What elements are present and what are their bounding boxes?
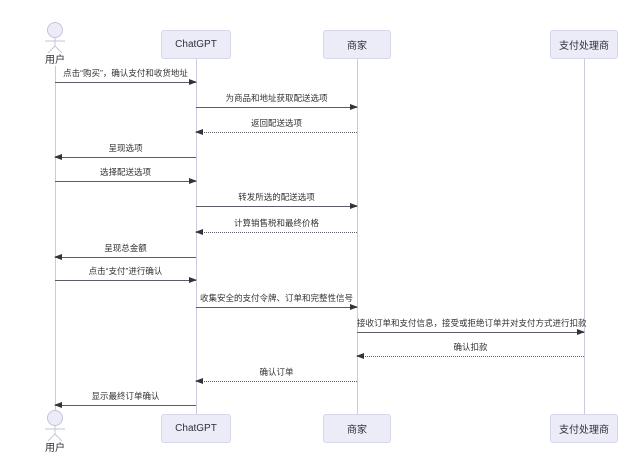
arrow-left-icon bbox=[54, 254, 196, 260]
lifeline-merchant bbox=[357, 59, 358, 414]
arrow-right-icon bbox=[196, 304, 358, 310]
arrow-left-icon bbox=[356, 353, 584, 359]
message-receive-order-charge: 接收订单和支付信息，接受或拒绝订单并对支付方式进行扣款 bbox=[357, 318, 587, 335]
arrow-left-icon bbox=[195, 129, 357, 135]
user-actor-icon bbox=[45, 22, 65, 54]
participant-chatgpt-bottom: ChatGPT bbox=[161, 414, 231, 443]
message-label: 呈现选项 bbox=[108, 143, 143, 153]
arrow-left-icon bbox=[195, 378, 357, 384]
message-label: 点击“购买”，确认支付和收货地址 bbox=[63, 68, 188, 78]
message-label: 收集安全的支付令牌、订单和完整性信号 bbox=[199, 293, 353, 303]
participant-label: ChatGPT bbox=[175, 39, 217, 50]
message-click-pay-confirm: 点击“支付”进行确认 bbox=[55, 266, 197, 283]
participant-label: 用户 bbox=[45, 443, 65, 454]
participant-processor-bottom: 支付处理商 bbox=[550, 414, 618, 443]
message-show-final-confirmation: 显示最终订单确认 bbox=[54, 391, 196, 408]
arrow-right-icon bbox=[55, 178, 197, 184]
message-label: 点击“支付”进行确认 bbox=[88, 266, 163, 276]
message-return-shipping-options: 返回配送选项 bbox=[195, 118, 357, 135]
participant-chatgpt-top: ChatGPT bbox=[161, 30, 231, 59]
arrow-right-icon bbox=[196, 203, 358, 209]
message-confirm-order: 确认订单 bbox=[195, 367, 357, 384]
participant-merchant-top: 商家 bbox=[323, 30, 391, 59]
arrow-right-icon bbox=[55, 277, 197, 283]
message-label: 确认订单 bbox=[259, 367, 294, 377]
arrow-left-icon bbox=[54, 402, 196, 408]
arrow-right-icon bbox=[55, 79, 197, 85]
user-actor-icon bbox=[45, 410, 65, 442]
arrow-right-icon bbox=[196, 104, 358, 110]
message-select-shipping-option: 选择配送选项 bbox=[55, 167, 197, 184]
participant-label: 支付处理商 bbox=[559, 41, 609, 52]
lifeline-user bbox=[55, 66, 56, 411]
message-present-options: 呈现选项 bbox=[54, 143, 196, 160]
message-collect-payment-token: 收集安全的支付令牌、订单和完整性信号 bbox=[196, 293, 358, 310]
participant-merchant-bottom: 商家 bbox=[323, 414, 391, 443]
message-get-shipping-options: 为商品和地址获取配送选项 bbox=[196, 93, 358, 110]
message-confirm-charge: 确认扣款 bbox=[356, 342, 584, 359]
participant-user-bottom: 用户 bbox=[37, 410, 73, 454]
message-label: 为商品和地址获取配送选项 bbox=[225, 93, 328, 103]
message-label: 计算销售税和最终价格 bbox=[233, 218, 319, 228]
participant-label: 商家 bbox=[347, 425, 367, 436]
participant-label: 用户 bbox=[45, 55, 65, 66]
participant-label: ChatGPT bbox=[175, 423, 217, 434]
lifeline-processor bbox=[584, 59, 585, 414]
arrow-left-icon bbox=[195, 229, 357, 235]
message-label: 确认扣款 bbox=[453, 342, 488, 352]
message-label: 显示最终订单确认 bbox=[91, 391, 160, 401]
participant-processor-top: 支付处理商 bbox=[550, 30, 618, 59]
participant-user-top: 用户 bbox=[37, 22, 73, 66]
message-label: 呈现总金额 bbox=[104, 243, 147, 253]
message-calculate-tax-price: 计算销售税和最终价格 bbox=[195, 218, 357, 235]
message-label: 接收订单和支付信息，接受或拒绝订单并对支付方式进行扣款 bbox=[357, 318, 587, 328]
message-label: 选择配送选项 bbox=[99, 167, 151, 177]
message-click-buy: 点击“购买”，确认支付和收货地址 bbox=[55, 68, 197, 85]
message-label: 返回配送选项 bbox=[250, 118, 302, 128]
lifeline-chatgpt bbox=[196, 59, 197, 414]
message-label: 转发所选的配送选项 bbox=[238, 192, 315, 202]
arrow-right-icon bbox=[357, 329, 585, 335]
message-present-total: 呈现总金额 bbox=[54, 243, 196, 260]
participant-label: 商家 bbox=[347, 41, 367, 52]
arrow-left-icon bbox=[54, 154, 196, 160]
participant-label: 支付处理商 bbox=[559, 425, 609, 436]
message-forward-selected-option: 转发所选的配送选项 bbox=[196, 192, 358, 209]
